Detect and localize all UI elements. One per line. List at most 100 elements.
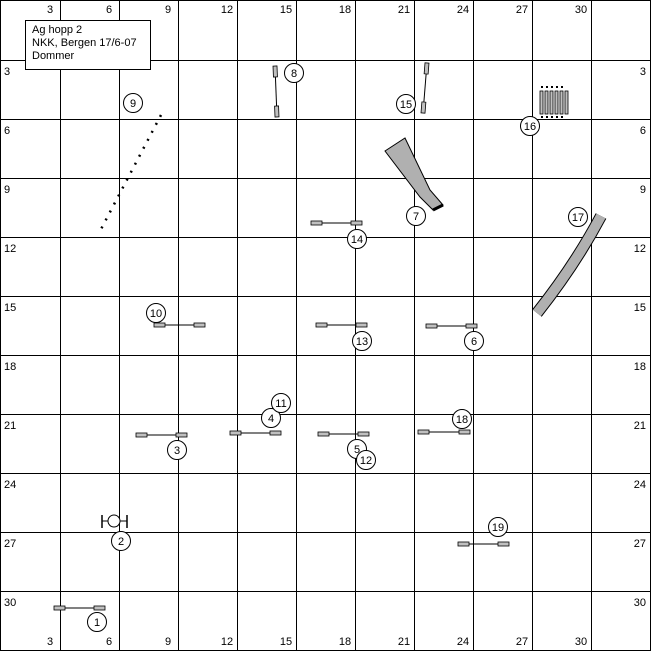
closed-tunnel[interactable] <box>384 137 444 212</box>
jump-wing <box>274 105 280 118</box>
axis-label-left: 18 <box>4 361 16 373</box>
jump[interactable] <box>417 429 471 435</box>
obstacle-number-7: 7 <box>406 206 426 226</box>
obstacle-number-9: 9 <box>123 93 143 113</box>
pipe-tunnel[interactable] <box>532 213 607 317</box>
jump[interactable] <box>317 431 370 437</box>
jump-wing <box>465 323 478 329</box>
number-circle <box>146 303 166 323</box>
jump-wing <box>417 429 430 435</box>
axis-label-right: 21 <box>634 420 646 432</box>
jump-wing <box>457 541 470 547</box>
number-circle <box>488 517 508 537</box>
jump[interactable] <box>425 323 478 329</box>
jump-wing <box>357 431 370 437</box>
number-circle <box>396 94 416 114</box>
jump-wing <box>350 220 363 226</box>
number-circle <box>406 206 426 226</box>
number-circle <box>520 116 540 136</box>
number-circle <box>464 331 484 351</box>
number-label: 9 <box>130 98 136 110</box>
axis-label-top: 9 <box>165 4 171 16</box>
jump[interactable] <box>135 432 188 438</box>
number-label: 16 <box>524 121 536 133</box>
course-title: Ag hopp 2 <box>32 24 83 36</box>
obstacle-number-1: 1 <box>87 612 107 632</box>
axis-label-bottom: 30 <box>575 636 587 648</box>
jump-wing <box>315 322 328 328</box>
jump[interactable] <box>315 322 368 328</box>
obstacle-number-15: 15 <box>396 94 416 114</box>
obstacle-number-6: 6 <box>464 331 484 351</box>
weave-pole <box>559 90 564 115</box>
axis-label-right: 9 <box>640 184 646 196</box>
jump-wing <box>229 430 242 436</box>
axis-label-right: 18 <box>634 361 646 373</box>
jump-wing <box>423 62 430 75</box>
number-circle <box>87 612 107 632</box>
jump-wing <box>93 605 106 611</box>
axis-label-top: 3 <box>47 4 53 16</box>
axis-label-top: 6 <box>106 4 112 16</box>
number-label: 5 <box>354 444 360 456</box>
obstacle-number-14: 14 <box>347 229 367 249</box>
weave-pole <box>554 90 559 115</box>
axis-label-left: 30 <box>4 597 16 609</box>
axis-label-top: 15 <box>280 4 292 16</box>
number-circle <box>347 229 367 249</box>
obstacle-number-4: 4 <box>261 408 281 428</box>
axis-label-bottom: 27 <box>516 636 528 648</box>
axis-label-right: 6 <box>640 125 646 137</box>
obstacle-number-2: 2 <box>111 531 131 551</box>
axis-label-left: 21 <box>4 420 16 432</box>
axis-label-bottom: 18 <box>339 636 351 648</box>
number-circle <box>111 531 131 551</box>
axis-label-right: 27 <box>634 538 646 550</box>
jump-wing <box>153 322 166 328</box>
number-label: 3 <box>174 445 180 457</box>
jumps <box>53 62 510 611</box>
jump[interactable] <box>457 541 510 547</box>
number-label: 1 <box>94 617 100 629</box>
jump-wing <box>420 101 427 114</box>
axis-label-left: 15 <box>4 302 16 314</box>
number-label: 14 <box>351 234 363 246</box>
jump[interactable] <box>310 220 363 226</box>
number-label: 10 <box>150 308 162 320</box>
axis-label-right: 24 <box>634 479 646 491</box>
obstacle-number-13: 13 <box>352 331 372 351</box>
jump-wing <box>317 431 330 437</box>
axis-label-top: 21 <box>398 4 410 16</box>
jump[interactable] <box>420 62 430 114</box>
jump-wing <box>425 323 438 329</box>
axis-label-bottom: 12 <box>221 636 233 648</box>
number-label: 7 <box>413 211 419 223</box>
jump-wing <box>269 430 282 436</box>
jump[interactable] <box>229 430 282 436</box>
axis-label-left: 27 <box>4 538 16 550</box>
tire[interactable] <box>101 514 128 528</box>
axis-label-bottom: 24 <box>457 636 469 648</box>
axis-label-top: 24 <box>457 4 469 16</box>
axis-label-left: 6 <box>4 125 10 137</box>
number-circle <box>452 409 472 429</box>
weave-poles[interactable] <box>539 86 569 118</box>
jump-wing <box>272 65 278 78</box>
axis-label-left: 9 <box>4 184 10 196</box>
jump-wing <box>175 432 188 438</box>
number-circle <box>261 408 281 428</box>
obstacle-number-16: 16 <box>520 116 540 136</box>
number-label: 17 <box>572 212 584 224</box>
axis-label-right: 12 <box>634 243 646 255</box>
number-label: 18 <box>456 414 468 426</box>
axis-label-top: 12 <box>221 4 233 16</box>
axis-label-bottom: 6 <box>106 636 112 648</box>
number-label: 6 <box>471 336 477 348</box>
number-circle <box>167 440 187 460</box>
number-label: 15 <box>400 99 412 111</box>
jump[interactable] <box>153 322 206 328</box>
jump[interactable] <box>272 65 280 118</box>
jump[interactable] <box>53 605 106 611</box>
